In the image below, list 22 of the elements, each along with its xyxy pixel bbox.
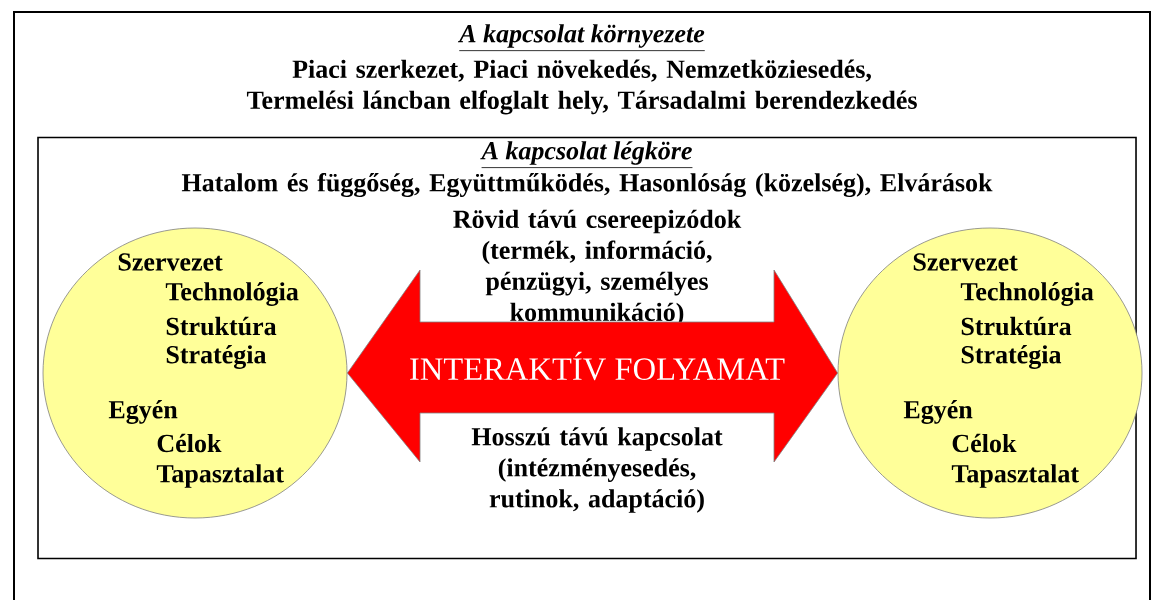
circle-item-text: Tapasztalat [951, 464, 1079, 488]
circle-item-text: Stratégia [166, 345, 267, 369]
arrow-label: INTERAKTÍV FOLYAMAT [410, 351, 785, 381]
episode-text: Rövid távú csereepizódok (termék, információ, pénzügyi, személyes kommunikáció) [453, 209, 742, 327]
circle-item-text: Szervezet [118, 253, 223, 271]
circle-item-text: Technológia [165, 282, 299, 306]
circle-item-text: Tapasztalat [156, 464, 284, 488]
factor-list: Piaci szerkezet, Piaci növekedés, Nemzetköziesedés, Termelési láncban elfoglalt hely, Társadalmi berendezkedés [246, 59, 917, 115]
circle-item-text: Stratégia [961, 345, 1062, 369]
heading: A kapcsolat légköre [480, 141, 693, 168]
circle-item-text: Szervezet [913, 253, 1018, 271]
double-block-arrow [347, 269, 838, 463]
circle-item-text: Struktúra [961, 316, 1072, 336]
episode-text: Hosszú távú kapcsolat (intézményesedés, rutinok, adaptáció) [471, 427, 723, 513]
circle-item-text: Egyén [108, 400, 178, 424]
circle-item-text: Célok [952, 433, 1017, 453]
factor-list: Hatalom és függőség, Együttműködés, Hasonlóság (közelség), Elvárások [181, 172, 993, 198]
circle-item-text: Egyén [903, 400, 973, 424]
circle-item-text: Technológia [960, 282, 1094, 306]
heading: A kapcsolat környezete [457, 24, 706, 52]
circle-item-text: Struktúra [166, 316, 277, 336]
circle-item-text: Célok [157, 433, 222, 453]
